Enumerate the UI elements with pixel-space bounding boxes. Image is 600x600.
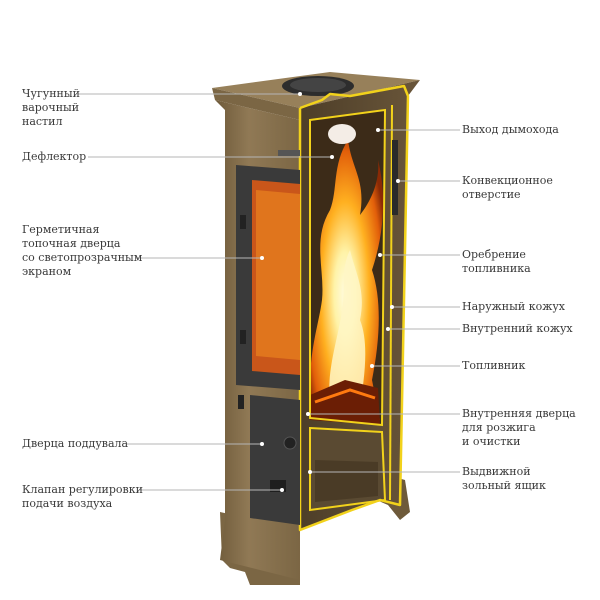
label-sealed-firebox-door: Герметичная топочная дверца со светопроз… bbox=[22, 223, 143, 278]
ash-drawer-shape bbox=[315, 460, 378, 502]
label-firebox: Топливник bbox=[462, 359, 526, 372]
label-air-control-valve: Клапан регулировки подачи воздуха bbox=[22, 483, 143, 510]
door-glass-glow bbox=[256, 190, 300, 360]
leader-lines bbox=[78, 93, 460, 491]
door-hinge-top bbox=[240, 215, 246, 229]
label-deflector: Дефлектор bbox=[22, 150, 87, 163]
firebox-outline bbox=[309, 108, 387, 427]
label-outer-casing: Наружный кожух bbox=[462, 300, 565, 313]
label-convection-hole: Конвекционное отверстие bbox=[462, 174, 553, 201]
label-inner-door: Внутренняя дверца для розжига и очистки bbox=[462, 407, 576, 448]
label-ash-pit-door: Дверца поддувала bbox=[22, 437, 129, 450]
cooktop-plate bbox=[290, 78, 346, 92]
top-cap-edge bbox=[212, 88, 300, 120]
ash-pit-outline bbox=[309, 426, 387, 512]
cutaway-outline bbox=[298, 84, 410, 532]
label-firebox-fins: Оребрение топливника bbox=[462, 248, 531, 275]
deflector-badge bbox=[278, 150, 300, 156]
coals-glow bbox=[314, 388, 376, 404]
label-cast-iron-cooktop: Чугунный варочный настил bbox=[22, 87, 80, 128]
ash-door-hinge bbox=[238, 395, 244, 409]
door-hinge-bottom bbox=[240, 330, 246, 344]
label-ash-drawer: Выдвижной зольный ящик bbox=[462, 465, 546, 492]
smoke bbox=[328, 124, 356, 144]
ash-pit-door-shape bbox=[250, 395, 300, 525]
inner-casing-outline bbox=[389, 104, 393, 501]
label-chimney-outlet: Выход дымохода bbox=[462, 123, 559, 136]
leader-dots bbox=[260, 92, 400, 492]
label-inner-casing: Внутренний кожух bbox=[462, 322, 573, 335]
ash-door-knob bbox=[283, 436, 297, 450]
convection-slot bbox=[392, 140, 398, 215]
fire-core bbox=[329, 250, 366, 405]
